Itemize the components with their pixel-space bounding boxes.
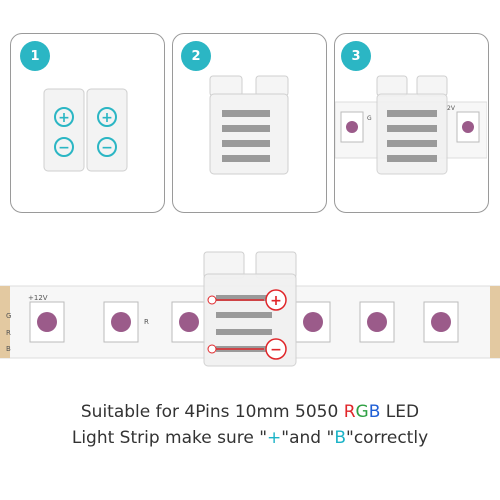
svg-text:G: G — [6, 312, 11, 320]
plus-symbol: + — [270, 293, 282, 309]
minus-symbol: − — [270, 342, 282, 358]
minus-symbol-left: − — [58, 140, 70, 156]
minus-symbol-right: − — [101, 140, 113, 156]
step2-illustration — [209, 75, 289, 175]
caption-line-1: Suitable for 4Pins 10mm 5050 RGB LED — [80, 402, 420, 422]
svg-text:G: G — [367, 115, 372, 122]
svg-text:2V: 2V — [447, 105, 456, 112]
svg-text:R: R — [144, 318, 149, 326]
main-strip-illustration: +12V G R B R + − — [0, 251, 500, 367]
svg-text:R: R — [6, 329, 11, 337]
step2-badge: 2 — [181, 41, 211, 71]
connector-half-right — [86, 88, 128, 172]
plus-symbol-right: + — [101, 110, 113, 126]
step3-illustration: G 2V — [335, 75, 487, 175]
step1-illustration: + + − − — [43, 88, 128, 172]
step1-badge: 1 — [20, 41, 50, 71]
voltage-label: +12V — [28, 294, 48, 302]
svg-text:B: B — [6, 345, 11, 353]
step3-badge: 3 — [341, 41, 371, 71]
caption-line-2: Light Strip make sure "+"and "B"correctl… — [71, 428, 429, 448]
plus-symbol-left: + — [58, 110, 70, 126]
connector-half-left — [43, 88, 85, 172]
